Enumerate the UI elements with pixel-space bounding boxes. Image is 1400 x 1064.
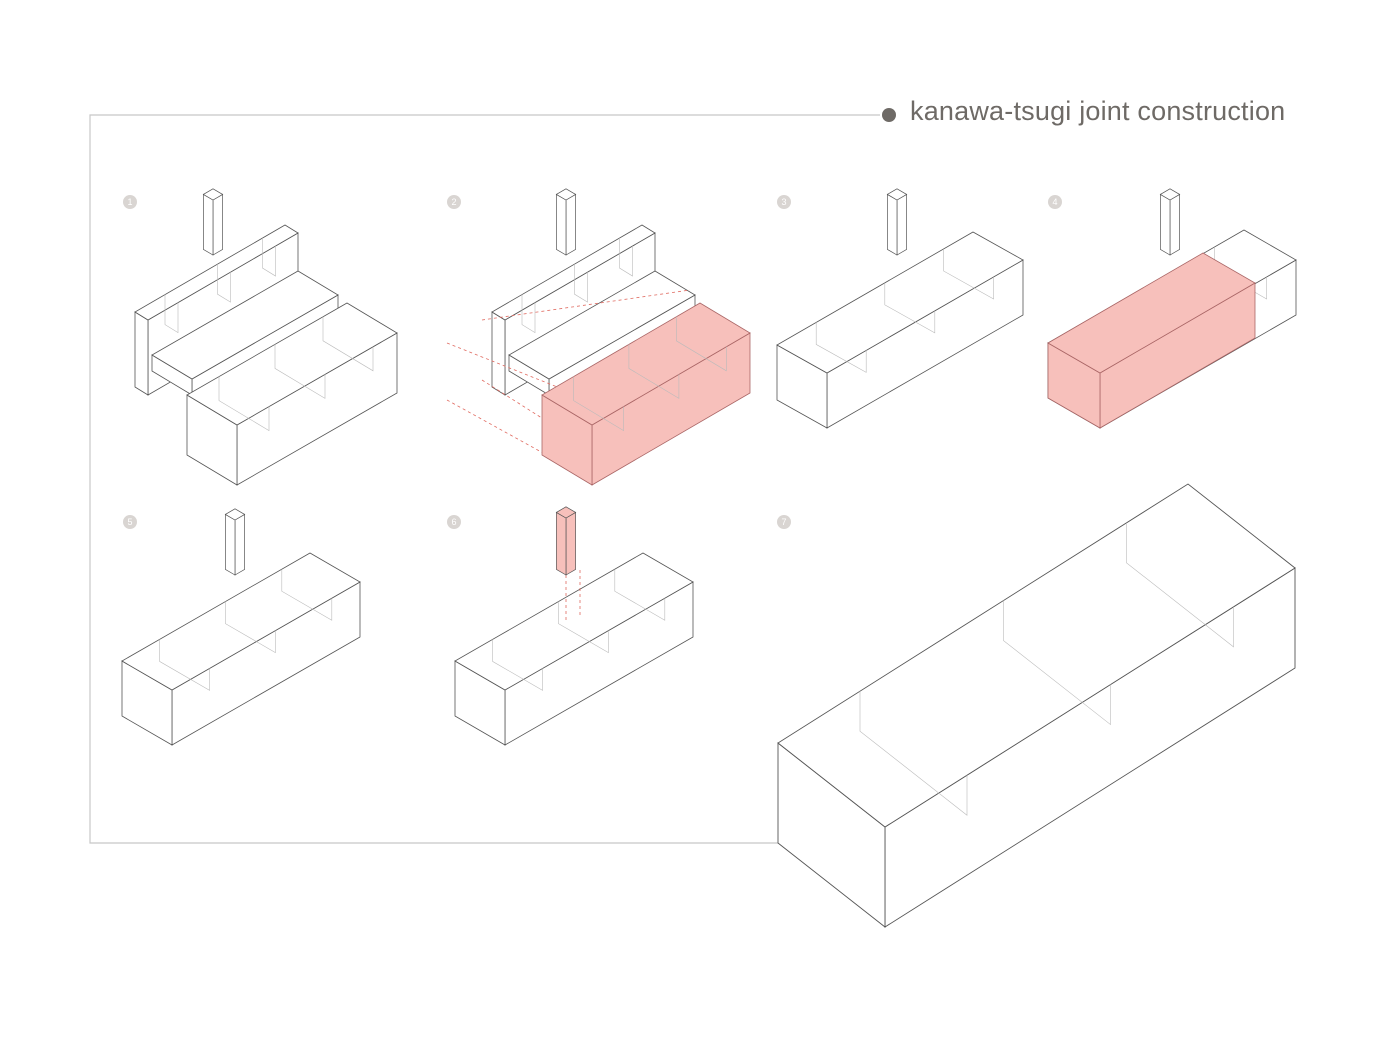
step2-upper-flange-top-face [508, 270, 696, 380]
step3-key-pin-long-face [896, 193, 907, 256]
step7-finished-joint-joint-line [859, 691, 968, 816]
step1-lower-piece-top-face [186, 302, 398, 426]
step5-key-pin-top-face [224, 508, 246, 521]
step-badge-2: 2 [447, 195, 461, 209]
step3-key-pin-end-face [887, 193, 898, 256]
step1-upper-piece-end-face [134, 311, 149, 396]
step5-assembled-beam-joint-line [159, 639, 210, 691]
step2-assembly-guide-line [446, 342, 641, 421]
step6-assembled-beam-top-face [454, 552, 694, 691]
step3-assembled-beam-top-face [776, 231, 1024, 374]
step3-assembled-beam-joint-line [943, 248, 994, 300]
step-badge-5: 5 [123, 515, 137, 529]
step2-upper-piece-end-face [491, 311, 506, 396]
step6-key-pin-highlighted-top-face [555, 506, 577, 519]
step1-upper-piece-joint-line [217, 264, 231, 303]
step1-upper-piece-joint-line [262, 238, 276, 277]
step2-upper-piece-joint-line [574, 264, 588, 303]
step2-lower-piece-highlighted-joint-line [573, 376, 624, 432]
title-bullet-icon [882, 108, 896, 122]
step4-key-pin-end-face [1160, 193, 1171, 256]
step4-key-pin-long-face [1169, 193, 1180, 256]
step-badge-3: 3 [777, 195, 791, 209]
step1-upper-flange-top-face [151, 270, 339, 380]
step1-key-pin-end-face [203, 193, 214, 256]
step2-upper-piece-top-face [491, 224, 656, 321]
step6-assembled-beam-joint-line [614, 569, 666, 621]
step5-assembled-beam-joint-line [225, 601, 276, 654]
step2-lower-piece-highlighted-joint-line [628, 344, 680, 399]
step3-key-pin-top-face [886, 188, 908, 201]
step1-upper-piece-joint-line [164, 294, 179, 334]
step6-assembled-beam-joint-line [492, 639, 543, 691]
step-badge-6: 6 [447, 515, 461, 529]
step6-key-pin-highlighted-long-face [565, 511, 576, 576]
step4-key-pin-top-face [1159, 188, 1181, 201]
step-badge-4: 4 [1048, 195, 1062, 209]
step1-upper-piece-top-face [134, 224, 299, 321]
step1-key-pin-top-face [202, 188, 224, 201]
step1-lower-piece-joint-line [218, 376, 270, 432]
step2-assembly-guide-line [481, 379, 546, 421]
step7-finished-joint-joint-line [1126, 522, 1234, 648]
step7-finished-joint-joint-line [1003, 600, 1111, 726]
step5-assembled-beam-joint-line [281, 569, 333, 621]
step7-finished-joint-top-face [777, 483, 1296, 828]
step2-lower-piece-highlighted-top-face [541, 302, 751, 426]
step1-key-pin-long-face [212, 193, 223, 256]
step2-lower-piece-highlighted-joint-line [675, 316, 727, 372]
step-badge-7: 7 [777, 515, 791, 529]
step4-front-piece-highlighted-top-face [1047, 252, 1256, 374]
step5-key-pin-end-face [225, 513, 236, 576]
step2-key-pin-end-face [556, 193, 567, 256]
step2-assembly-guide-line [481, 289, 691, 321]
step2-key-pin-long-face [565, 193, 576, 256]
step1-lower-piece-joint-line [322, 316, 374, 372]
step3-assembled-beam-joint-line [815, 322, 867, 373]
step-badge-1: 1 [123, 195, 137, 209]
step6-key-pin-highlighted-end-face [556, 511, 567, 576]
step5-assembled-beam-top-face [121, 552, 361, 691]
step2-key-pin-top-face [555, 188, 577, 201]
step2-upper-piece-joint-line [619, 238, 633, 277]
step6-assembled-beam-joint-line [558, 601, 609, 654]
step3-assembled-beam-joint-line [884, 282, 936, 334]
diagram-title: kanawa-tsugi joint construction [910, 96, 1286, 126]
step2-upper-piece-joint-line [521, 294, 536, 334]
frame-line [89, 114, 880, 844]
step1-lower-piece-joint-line [274, 344, 326, 399]
step5-key-pin-long-face [234, 513, 245, 576]
